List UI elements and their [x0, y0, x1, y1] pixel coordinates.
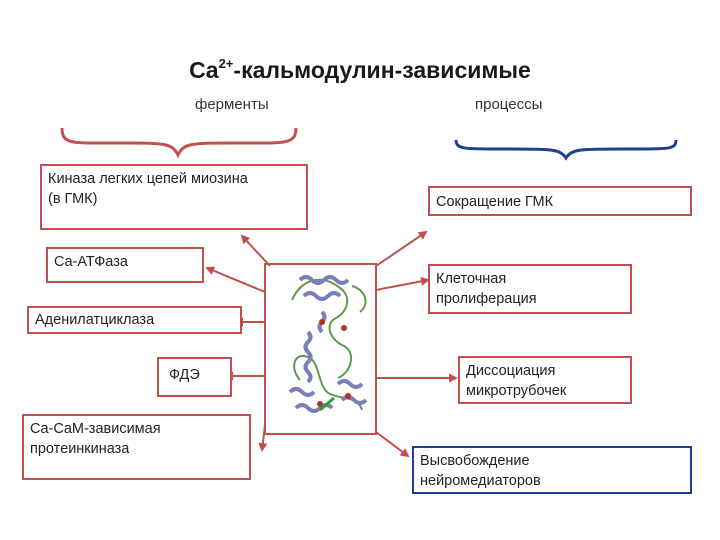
- enzyme-cam-protein-kinase: Ca-CaM-зависимая протеинкиназа: [22, 414, 251, 480]
- processes-brace: [454, 139, 678, 161]
- process-cell-proliferation: Клеточная пролиферация: [428, 264, 632, 314]
- process-neurotransmitter-release: Высвобождение нейромедиаторов: [412, 446, 692, 494]
- arrow-to-atpase: [205, 266, 266, 293]
- arrow-to-neurotransmitters: [375, 431, 410, 458]
- arrow-to-protein-kinase: [258, 424, 268, 452]
- title-ca: Ca: [189, 57, 219, 83]
- arrow-to-kinase: [240, 234, 271, 267]
- processes-label: процессы: [475, 96, 543, 113]
- enzyme-adenylate-cyclase: Аденилатциклаза: [27, 306, 242, 334]
- diagram-title: Ca2+-кальмодулин-зависимые: [0, 56, 720, 84]
- arrow-to-contraction: [375, 230, 428, 267]
- process-microtubule-dissociation: Диссоциация микротрубочек: [458, 356, 632, 404]
- enzymes-label: ферменты: [195, 96, 269, 113]
- enzyme-mlck: Киназа легких цепей миозина (в ГМК): [40, 164, 308, 230]
- enzyme-pde: ФДЭ: [157, 357, 232, 397]
- arrow-to-proliferation: [375, 276, 430, 291]
- enzyme-ca-atpase: Ca-АТФаза: [46, 247, 204, 283]
- title-charge: 2+: [218, 56, 234, 71]
- process-smooth-muscle-contraction: Сокращение ГМК: [428, 186, 692, 216]
- calmodulin-structure-icon: [288, 275, 368, 413]
- title-rest: -кальмодулин-зависимые: [233, 57, 531, 83]
- enzymes-brace: [60, 127, 298, 159]
